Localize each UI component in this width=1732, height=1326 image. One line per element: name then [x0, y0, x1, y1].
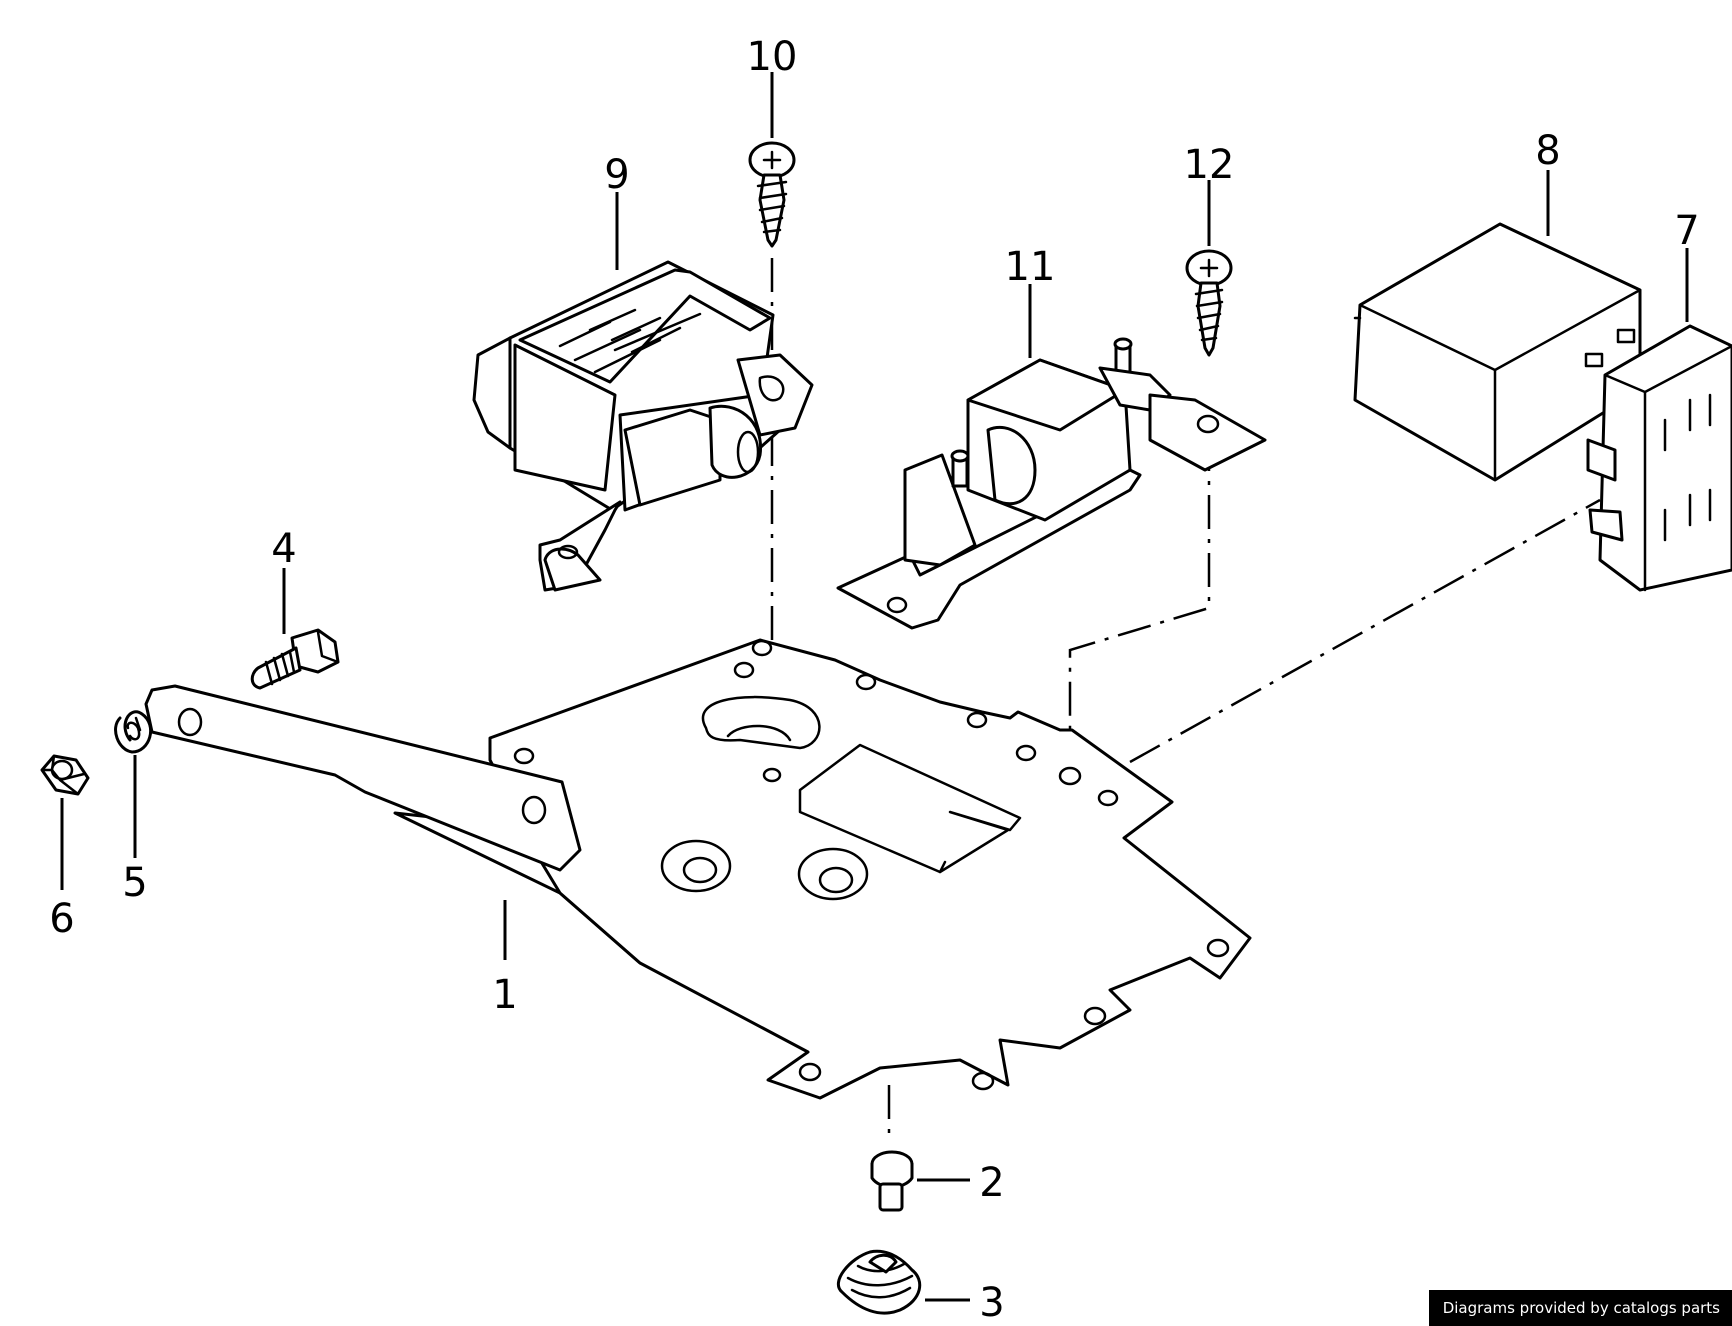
callout-12: 12	[1184, 142, 1235, 188]
callout-3: 3	[979, 1280, 1004, 1326]
callout-2: 2	[979, 1160, 1004, 1206]
leader-lines	[60, 72, 1689, 1302]
hex-nut	[40, 754, 90, 796]
relay-box	[1353, 222, 1642, 482]
callout-4: 4	[271, 526, 296, 572]
callout-11: 11	[1005, 244, 1056, 290]
callout-1: 1	[492, 972, 517, 1018]
mounting-plate	[144, 638, 1252, 1100]
callouts: 10 9 12 11 8 7 4 5 6 1 2 3	[49, 34, 1699, 1326]
screw-12	[1185, 249, 1233, 357]
grommet	[836, 1249, 922, 1315]
callout-10: 10	[747, 34, 798, 80]
callout-6: 6	[49, 896, 74, 942]
callout-7: 7	[1674, 208, 1699, 254]
connector-7	[1586, 324, 1732, 592]
callout-8: 8	[1535, 128, 1560, 174]
relay	[836, 337, 1267, 630]
rivet	[870, 1150, 914, 1212]
callout-9: 9	[604, 152, 629, 198]
bolt	[250, 628, 340, 690]
control-unit	[472, 260, 814, 592]
screw-10	[748, 141, 796, 248]
spring-washer	[114, 710, 153, 754]
callout-5: 5	[122, 860, 147, 906]
credit-banner: Diagrams provided by catalogs parts	[1428, 1290, 1732, 1326]
